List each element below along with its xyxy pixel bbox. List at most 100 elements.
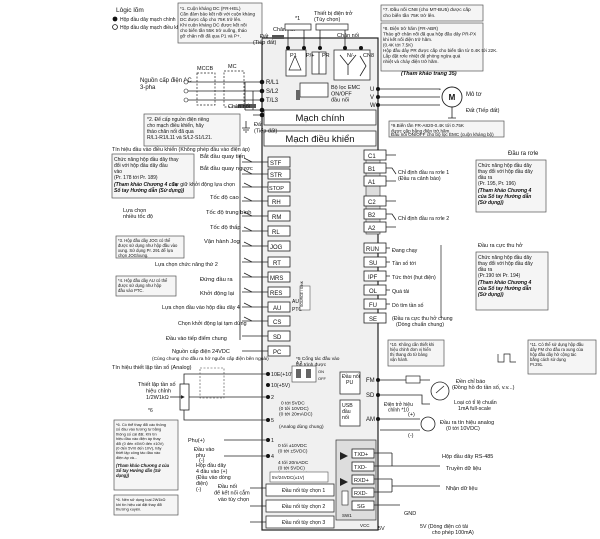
note-7: *7. Đầu nối CN8 (cho MT-BU5) được cấp ch… [380, 4, 484, 22]
input-label: Đứng đầu ra [200, 277, 233, 283]
oc-label: Tức thời (hụt điện) [392, 275, 436, 281]
option-slot-1[interactable] [265, 483, 335, 497]
note-10: *10. Không cần thiết khi hiệu chỉnh đơn … [387, 339, 445, 367]
am-plus: (+) [408, 412, 415, 418]
relay-term-b1: B1 [368, 167, 376, 173]
emc-note-line: Đầu nối ON/OFF cho bộ lọc EMC (cuộn khán… [391, 132, 494, 137]
vcc-label: VCC [360, 523, 370, 528]
rs485: TXD+ TXD- RXD+ RXD- SG SW1 VCC Hộp đầu d… [335, 439, 493, 536]
mccb-label: MCCB [197, 66, 214, 72]
relay-term-c1: C1 [368, 154, 376, 160]
relay2-label: Chỉ định đầu ra rơle 2 [398, 215, 449, 222]
inputs-header: Tín hiệu đầu vào điều khiển (Không phép … [112, 146, 250, 153]
relay-outputs: Đầu ra rơle Chức năng hộp đầu dây thay đ… [363, 149, 547, 235]
input-label: Tốc độ trung bình [206, 210, 251, 216]
range-1: 0 tới ±10VDC (0 tới ±5VDC) [278, 443, 308, 455]
relay1-label: Chỉ định đầu ra rơle 1 (Đầu ra cảnh báo) [398, 169, 451, 182]
term-10: 10(+5V) [271, 383, 290, 389]
fm-am-outputs: FM SD Điện trở hiệu chỉnh *10 Đền chỉ bá… [366, 353, 516, 439]
input-row-jog: Vận hành Jog JOG [204, 239, 291, 252]
note-1: *1. Cuộn kháng DC (FR-HEL) Cần đảm bảo k… [177, 2, 263, 44]
sw1-label: SW1 [342, 513, 352, 518]
input-term: PC [273, 350, 282, 356]
earth-label: Đất(Tiếp đất) [254, 122, 278, 134]
am-label: Đầu ra tín hiệu analog (0 tới 10VDC) [440, 420, 496, 432]
term-2: 2 [271, 395, 274, 401]
input-term: SD [273, 335, 282, 341]
svg-text:*3. Hộp đầu dây JOG có thể: *3. Hộp đầu dây JOG có thể được sử dụng … [118, 238, 179, 258]
terminal-w: W [370, 103, 376, 109]
usb-label: USB đầu nối [342, 403, 354, 421]
input-row-rm: Tốc độ trung bình RM [206, 210, 291, 222]
input-label: Tốc độ thấp [210, 225, 241, 231]
jumper-pr-label: Chân nối [337, 33, 359, 39]
relay-func-box [475, 159, 547, 213]
relay-term-a2: A2 [368, 226, 376, 232]
oc-term: SU [369, 261, 377, 267]
main-circuit-symbol [112, 16, 118, 22]
sink-source-label: SOURCE / SINK [300, 280, 304, 307]
term-fm: FM [366, 378, 375, 384]
oc-label: Dò tìm tần số [392, 303, 424, 309]
terminal-v: V [370, 95, 374, 101]
rs485-recv: Nhận dữ liệu [446, 486, 478, 492]
multi-speed-label: Lựa chọn nhiều tốc độ [123, 208, 153, 220]
voltage-current-switch[interactable] [291, 365, 317, 383]
input-row-rt: Lựa chọn chức năng thứ 2 RT [155, 256, 291, 268]
control-inputs: Tín hiệu đầu vào điều khiển (Không phép … [111, 146, 250, 199]
input-row-mrs: Đứng đầu ra MRS [200, 271, 291, 283]
oc-label: Quá tải [392, 289, 409, 295]
svg-text:*7. Đầu nối CN8 (cho MT-BU5) đ: *7. Đầu nối CN8 (cho MT-BU5) được cấp ch… [383, 7, 472, 19]
input-term: JOG [270, 245, 283, 251]
input-label: Lựa chọn chức năng thứ 2 [155, 262, 218, 268]
term-5: 5 [271, 418, 274, 424]
note-ref-1: *1 [295, 16, 300, 22]
terminal-dot [259, 107, 265, 113]
note-4: *4. Hộp đầu dây AU có thể được sử dụng n… [115, 275, 177, 297]
usb-connector[interactable] [339, 399, 361, 427]
input-func-box [111, 153, 195, 199]
oc-header: Đầu ra cực thu hở [478, 242, 523, 249]
input-term: RES [270, 291, 282, 297]
relay-term-c2: C2 [368, 200, 376, 206]
rs485-title: Hộp đầu dây RS-485 [442, 454, 493, 460]
legend-title: Lôgic lõm [116, 7, 144, 14]
terminal-dot [259, 79, 265, 85]
oc-term: OL [369, 289, 378, 295]
motor-label: Mô tơ [466, 92, 482, 98]
option-connector-label: Đầu nối để kết nối cắm vào tùy chọn [214, 484, 251, 503]
open-collector-outputs: Đầu ra cực thu hở Chức năng hộp đầu dây … [363, 242, 549, 328]
terminal-dot [259, 97, 265, 103]
svg-text:*6. Nên sử dụng loại 2W1kΩ: *6. Nên sử dụng loại 2W1kΩ khi tín hiệu … [116, 497, 167, 512]
input-row-rh: Tốc độ cao RH [210, 195, 291, 207]
oc-run: RUN Đang chạy [363, 242, 418, 254]
au-label: AU [292, 299, 299, 305]
oc-common-label: (Đầu ra cực thu hở chung (Dòng chuẩn chu… [392, 315, 454, 328]
input-term: RH [272, 200, 281, 206]
oc-func-box [475, 251, 549, 311]
switch-off: OFF [318, 376, 327, 381]
rs485-send: Truyền dữ liệu [446, 466, 481, 472]
freq-header: Tín hiệu thiết lập tần số (Analog) [112, 365, 192, 371]
mc-label: MC [228, 64, 237, 70]
option-slot-3-label: Đầu nối tùy chọn 3 [282, 520, 325, 526]
term-10e: 10E(+10V) [271, 372, 297, 378]
input-label: Khởi động lại [200, 290, 234, 297]
input-term: CS [273, 320, 281, 326]
pc-note: (Cùng chung cho đầu ra hở nguồn cấp điện… [152, 355, 269, 362]
switch-numbers: 4 2 [296, 360, 303, 365]
fm-scale-label: Loại có tỉ lệ chuẩn 1mA full-scale [454, 399, 498, 412]
control-circuit-title: Mạch điều khiển [285, 134, 354, 145]
fm-meter-label: Đền chỉ báo (Đồng hồ đo tần số, v.v...) [452, 378, 515, 391]
rs485-term: RXD+ [354, 478, 369, 484]
input-row-stf: Bắt đầu quay tiến STF [200, 153, 291, 168]
meter-icon [430, 381, 450, 401]
rs485-term: SG [357, 504, 365, 510]
terminal-r: R/L1 [266, 80, 279, 86]
input-label: Bắt đầu quay tiến [200, 153, 245, 160]
input-label: Bắt đầu quay ngược [200, 165, 253, 172]
oc-ipf: IPF Tức thời (hụt điện) [363, 270, 436, 282]
pu-connector[interactable] [339, 371, 361, 395]
